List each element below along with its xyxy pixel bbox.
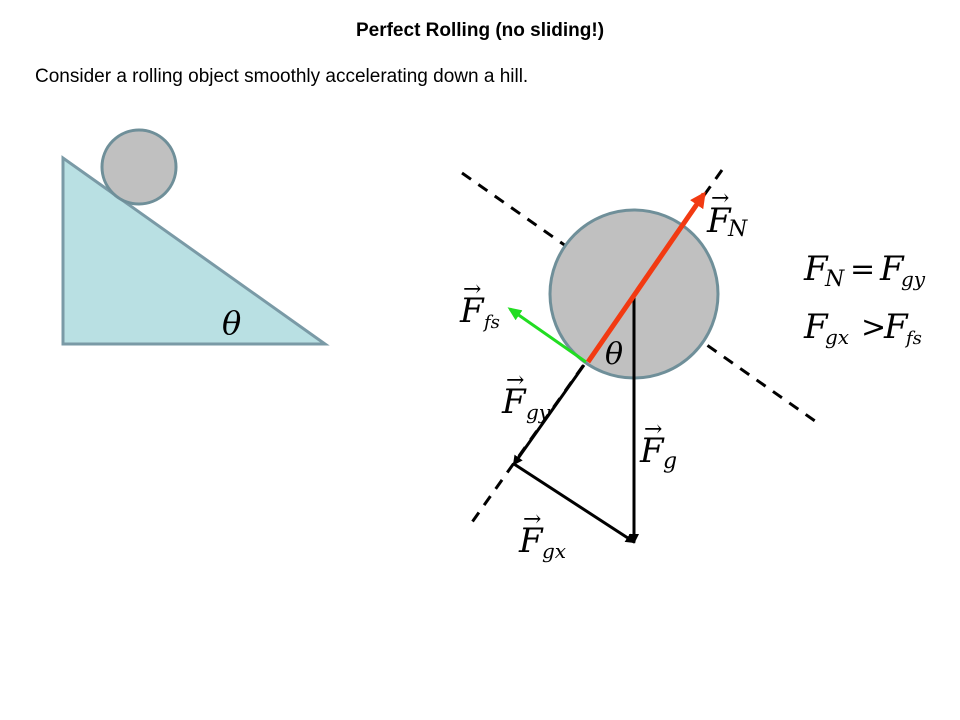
svg-text:F: F	[803, 249, 829, 289]
svg-text:→: →	[711, 186, 729, 211]
friction-force-label: → F fs	[459, 277, 500, 333]
svg-text:fs: fs	[482, 312, 500, 333]
svg-text:>: >	[861, 310, 886, 345]
gravity-label: → F g	[639, 417, 677, 474]
slide-subtitle: Consider a rolling object smoothly accel…	[35, 66, 529, 87]
svg-text:F: F	[803, 307, 829, 347]
svg-text:=: =	[850, 252, 875, 287]
slide-title: Perfect Rolling (no sliding!)	[355, 20, 605, 41]
free-body-diagram: θ → F N → F fs → F gy → F g → F gx	[459, 169, 816, 563]
incline-angle-label: θ	[222, 304, 241, 342]
rolling-ball	[100, 128, 178, 206]
friction-vector	[507, 307, 587, 364]
gravity-perpendicular-vector	[512, 364, 586, 466]
normal-dashed-line	[468, 169, 724, 526]
equation-gx-greater-fs: F gx > F fs	[803, 307, 922, 349]
normal-force-label: → F N	[706, 186, 748, 242]
svg-text:F: F	[459, 291, 485, 331]
svg-text:F: F	[883, 307, 909, 347]
gravity-parallel-label: → F gx	[518, 507, 566, 563]
gravity-perpendicular-label: → F gy	[501, 368, 551, 424]
svg-text:fs: fs	[904, 328, 922, 349]
incline-ramp	[61, 155, 330, 346]
svg-text:F: F	[518, 521, 544, 561]
svg-text:g: g	[663, 449, 677, 474]
svg-text:gx: gx	[825, 325, 849, 349]
svg-text:N: N	[824, 267, 845, 292]
svg-text:gy: gy	[901, 267, 926, 291]
gravity-parallel-vector	[513, 462, 636, 544]
svg-text:→: →	[644, 417, 662, 442]
svg-text:gy: gy	[526, 400, 551, 424]
svg-text:F: F	[879, 249, 905, 289]
svg-text:→: →	[523, 507, 541, 532]
svg-text:→: →	[463, 277, 481, 302]
normal-force-vector	[585, 191, 707, 364]
svg-text:→: →	[506, 368, 524, 393]
svg-text:F: F	[501, 382, 527, 422]
svg-text:F: F	[639, 431, 665, 471]
equation-normal-equals-gy: F N = F gy	[803, 249, 926, 292]
equations: F N = F gy F gx > F fs	[803, 249, 926, 349]
svg-text:N: N	[727, 217, 748, 242]
fbd-angle-label: θ	[605, 337, 623, 372]
svg-text:gx: gx	[542, 539, 566, 563]
svg-text:F: F	[706, 201, 732, 241]
incline-scene: θ	[61, 128, 330, 346]
